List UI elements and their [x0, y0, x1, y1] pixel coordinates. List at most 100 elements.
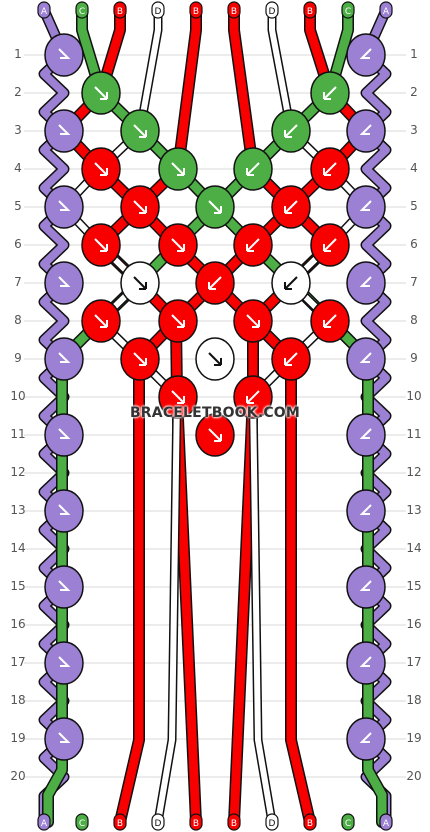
arrow-forward-icon: [133, 352, 147, 366]
arrow-backward-forward-icon: [359, 504, 372, 515]
string-badge-top: D: [151, 1, 165, 19]
string-letter: D: [155, 819, 162, 829]
braceletbook-watermark: BRACELETBOOK.COM: [129, 405, 301, 421]
arrow-forward-backward-icon: [58, 200, 71, 211]
string-letter: B: [231, 819, 237, 829]
arrow-backward-icon: [284, 276, 298, 290]
arrow-backward-forward-icon: [359, 732, 372, 743]
string-badge-bottom: B: [227, 813, 241, 831]
string-badge-top: B: [227, 1, 241, 19]
string-letter: A: [383, 819, 390, 829]
string-letter-badges: A A C C B B D D B B B B D D B B C C A A: [37, 1, 393, 831]
row-label-right: 16: [406, 617, 422, 631]
row-label-left: 13: [10, 503, 26, 517]
row-label-left: 14: [10, 541, 26, 555]
string-letter: B: [193, 819, 199, 829]
string-badge-bottom: B: [303, 813, 317, 831]
arrow-backward-icon: [208, 276, 222, 290]
string-letter: D: [155, 7, 162, 17]
arrow-backward-icon: [246, 162, 260, 176]
string-badge-top: D: [265, 1, 279, 19]
row-label-left: 19: [10, 731, 26, 745]
arrow-backward-icon: [323, 86, 337, 100]
knot-layer: [44, 33, 386, 761]
row-label-right: 11: [406, 427, 422, 441]
arrow-backward-icon: [284, 124, 298, 138]
arrow-forward-icon: [133, 276, 147, 290]
string-letter: B: [117, 7, 123, 17]
row-label-right: 13: [406, 503, 422, 517]
arrow-backward-forward-icon: [359, 352, 372, 363]
string-badge-top: A: [379, 1, 393, 19]
row-label-left: 12: [10, 465, 26, 479]
arrow-forward-icon: [94, 162, 108, 176]
row-label-right: 7: [410, 275, 418, 289]
string-badge-bottom: B: [113, 813, 127, 831]
arrow-forward-backward-icon: [58, 124, 71, 135]
row-label-right: 17: [406, 655, 422, 669]
arrow-backward-icon: [323, 314, 337, 328]
string-letter: A: [41, 819, 48, 829]
arrow-backward-forward-icon: [359, 48, 372, 59]
row-label-right: 5: [410, 199, 418, 213]
arrow-forward-icon: [171, 238, 185, 252]
row-label-left: 16: [10, 617, 26, 631]
row-label-left: 3: [14, 123, 22, 137]
arrow-backward-forward-icon: [359, 580, 372, 591]
arrow-forward-icon: [246, 314, 260, 328]
arrow-forward-backward-icon: [58, 352, 71, 363]
string-letter: B: [117, 819, 123, 829]
string-letter: C: [345, 7, 351, 17]
arrow-backward-icon: [246, 390, 260, 404]
arrow-forward-icon: [94, 238, 108, 252]
arrow-forward-icon: [208, 428, 222, 442]
string-badge-top: A: [37, 1, 51, 19]
string-badge-bottom: A: [379, 813, 393, 831]
string-letter: C: [79, 819, 85, 829]
row-label-left: 2: [14, 85, 22, 99]
arrow-forward-icon: [171, 314, 185, 328]
arrow-backward-icon: [323, 238, 337, 252]
arrow-backward-icon: [323, 162, 337, 176]
arrow-forward-backward-icon: [58, 48, 71, 59]
arrow-forward-backward-icon: [58, 656, 71, 667]
arrow-forward-icon: [133, 200, 147, 214]
arrow-forward-backward-icon: [58, 428, 71, 439]
row-label-left: 15: [10, 579, 26, 593]
row-label-right: 6: [410, 237, 418, 251]
string-badge-bottom: D: [265, 813, 279, 831]
string-badge-top: B: [189, 1, 203, 19]
arrow-backward-forward-icon: [359, 428, 372, 439]
row-label-left: 17: [10, 655, 26, 669]
string-badge-top: B: [303, 1, 317, 19]
arrow-backward-forward-icon: [359, 124, 372, 135]
arrow-forward-icon: [208, 200, 222, 214]
row-label-right: 1: [410, 47, 418, 61]
arrow-forward-icon: [94, 86, 108, 100]
arrow-forward-backward-icon: [58, 580, 71, 591]
row-label-left: 5: [14, 199, 22, 213]
row-label-right: 19: [406, 731, 422, 745]
arrow-forward-icon: [171, 390, 185, 404]
string-letter: C: [345, 819, 351, 829]
string-badge-bottom: B: [189, 813, 203, 831]
arrow-backward-forward-icon: [359, 276, 372, 287]
string-letter: B: [193, 7, 199, 17]
string-badge-top: C: [75, 1, 89, 19]
string-badge-bottom: C: [75, 813, 89, 831]
string-badge-top: B: [113, 1, 127, 19]
arrow-backward-icon: [246, 238, 260, 252]
row-label-left: 18: [10, 693, 26, 707]
row-label-right: 4: [410, 161, 418, 175]
string-letter: B: [231, 7, 237, 17]
row-label-right: 20: [406, 769, 422, 783]
string-badge-bottom: D: [151, 813, 165, 831]
arrow-forward-icon: [133, 124, 147, 138]
string-letter: D: [269, 7, 276, 17]
row-label-right: 2: [410, 85, 418, 99]
row-label-right: 8: [410, 313, 418, 327]
string-letter: A: [41, 7, 48, 17]
arrow-forward-backward-icon: [58, 504, 71, 515]
arrow-backward-forward-icon: [359, 656, 372, 667]
